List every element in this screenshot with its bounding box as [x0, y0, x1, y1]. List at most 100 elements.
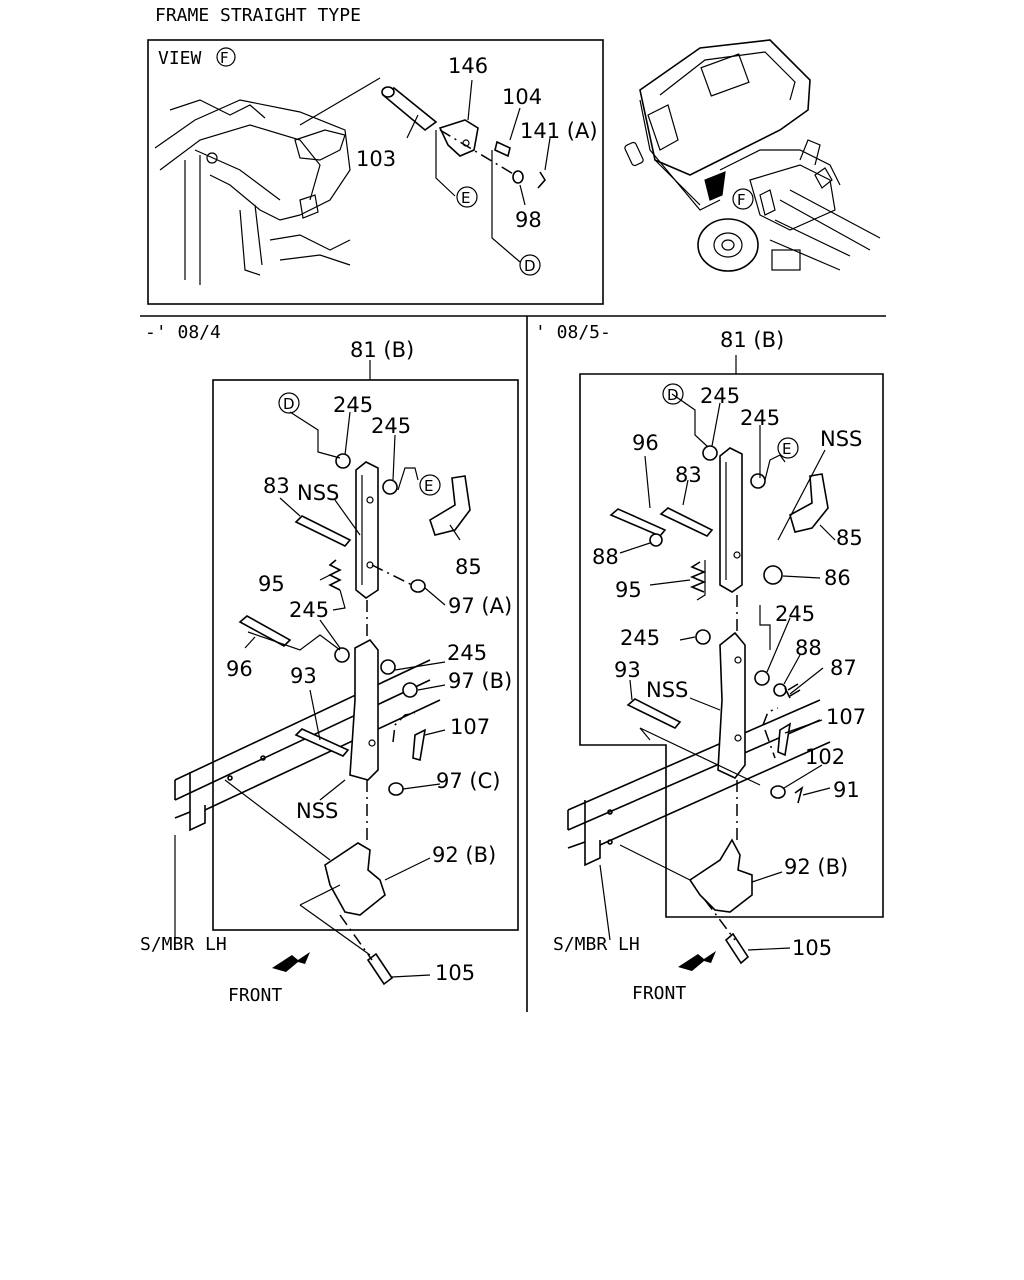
right-label-88a: 88: [592, 545, 619, 569]
right-label-nss2: NSS: [646, 678, 688, 702]
bolt-104: [494, 140, 511, 158]
left-label-96: 96: [226, 657, 253, 681]
right-label-88b: 88: [795, 636, 822, 660]
left-label-front: FRONT: [228, 985, 282, 1006]
left-label-93: 93: [290, 664, 317, 688]
left-label-105: 105: [435, 961, 475, 985]
left-bolt-96: [238, 615, 292, 647]
right-washer-102: [770, 785, 786, 799]
label-141a: 141 (A): [520, 119, 598, 143]
right-washer-245c: [695, 629, 711, 645]
right-upper-link: [702, 445, 766, 593]
left-label-nss1: NSS: [297, 481, 339, 505]
label-146: 146: [448, 54, 488, 78]
left-bracket-85: [429, 475, 471, 536]
right-label-245d: 245: [775, 602, 815, 626]
right-chain-107: [762, 707, 779, 759]
right-label-105: 105: [792, 936, 832, 960]
right-front-arrow-icon: [678, 951, 716, 971]
right-ring-86: [763, 565, 783, 585]
label-98: 98: [515, 208, 542, 232]
left-label-97a: 97 (A): [448, 594, 512, 618]
left-lower-link: [334, 638, 418, 781]
label-103: 103: [356, 147, 396, 171]
frame-sketch: [154, 99, 351, 285]
left-pin-83: [294, 515, 352, 547]
left-washer-97a: [410, 579, 426, 593]
left-label-107: 107: [450, 715, 490, 739]
right-label-nss1: NSS: [820, 427, 862, 451]
right-period: ' 08/5-: [535, 322, 611, 343]
right-label-smbr: S/MBR LH: [553, 934, 640, 955]
right-label-245c: 245: [620, 626, 660, 650]
washer-98: [512, 170, 524, 184]
right-label-245a: 245: [700, 384, 740, 408]
left-bolt-105: [366, 952, 394, 986]
right-code-e: E: [782, 440, 791, 458]
view-letter: F: [220, 49, 229, 67]
left-spring-95: [328, 559, 342, 591]
right-spring-95: [689, 561, 707, 593]
right-bolt-105: [724, 932, 750, 965]
right-label-95: 95: [615, 578, 642, 602]
pin-103: [299, 77, 438, 132]
left-chain-107: [392, 712, 416, 743]
label-104: 104: [502, 85, 542, 109]
right-label-91: 91: [833, 778, 860, 802]
right-lower-link: [717, 631, 787, 779]
left-label-85: 85: [455, 555, 482, 579]
right-label-245b: 245: [740, 406, 780, 430]
left-label-245b: 245: [371, 414, 411, 438]
right-label-83: 83: [675, 463, 702, 487]
code-f-truck: F: [737, 191, 746, 209]
right-cotter-91: [794, 786, 804, 804]
left-label-97c: 97 (C): [436, 769, 500, 793]
clip-141: [537, 171, 546, 189]
left-period: -' 08/4: [145, 322, 221, 343]
right-label-81b: 81 (B): [720, 328, 784, 352]
right-label-93: 93: [614, 658, 641, 682]
left-code-e: E: [424, 477, 433, 495]
right-pin-93: [626, 698, 682, 729]
diagram-title: FRAME STRAIGHT TYPE: [155, 5, 361, 26]
left-label-92b: 92 (B): [432, 843, 496, 867]
left-label-smbr: S/MBR LH: [140, 934, 227, 955]
right-label-96: 96: [632, 431, 659, 455]
right-code-d: D: [667, 386, 679, 404]
right-label-92b: 92 (B): [784, 855, 848, 879]
view-label: VIEW: [158, 48, 202, 69]
right-pin-96: [609, 508, 667, 537]
bracket-146: [438, 119, 479, 157]
left-washer-97c: [388, 782, 404, 796]
view-f-panel: VIEW F: [147, 39, 604, 305]
left-panel: -' 08/4 81 (B): [140, 322, 519, 1006]
left-code-d: D: [283, 395, 295, 413]
right-label-87: 87: [830, 656, 857, 680]
right-bracket-85: [789, 473, 829, 533]
left-pin-93: [294, 728, 350, 757]
left-upper-link: [335, 453, 398, 599]
code-e-top: E: [461, 189, 470, 207]
right-bracket-92b: [688, 838, 753, 913]
right-panel: ' 08/5- 81 (B): [535, 322, 884, 1004]
left-label-245a: 245: [333, 393, 373, 417]
left-label-97b: 97 (B): [448, 669, 512, 693]
right-label-102: 102: [805, 745, 845, 769]
truck-illustration: [624, 39, 881, 272]
right-label-86: 86: [824, 566, 851, 590]
code-d-top: D: [524, 257, 536, 275]
left-label-95: 95: [258, 572, 285, 596]
left-label-81b: 81 (B): [350, 338, 414, 362]
right-frame-member: [567, 699, 831, 867]
left-label-245c: 245: [289, 598, 329, 622]
left-label-83: 83: [263, 474, 290, 498]
right-label-85: 85: [836, 526, 863, 550]
left-front-arrow-icon: [272, 952, 310, 972]
right-label-107: 107: [826, 705, 866, 729]
left-label-nss2: NSS: [296, 799, 338, 823]
left-label-245d: 245: [447, 641, 487, 665]
right-cotter-87: [784, 683, 801, 699]
right-pin-83: [659, 507, 714, 537]
left-bracket-92b: [324, 842, 386, 916]
